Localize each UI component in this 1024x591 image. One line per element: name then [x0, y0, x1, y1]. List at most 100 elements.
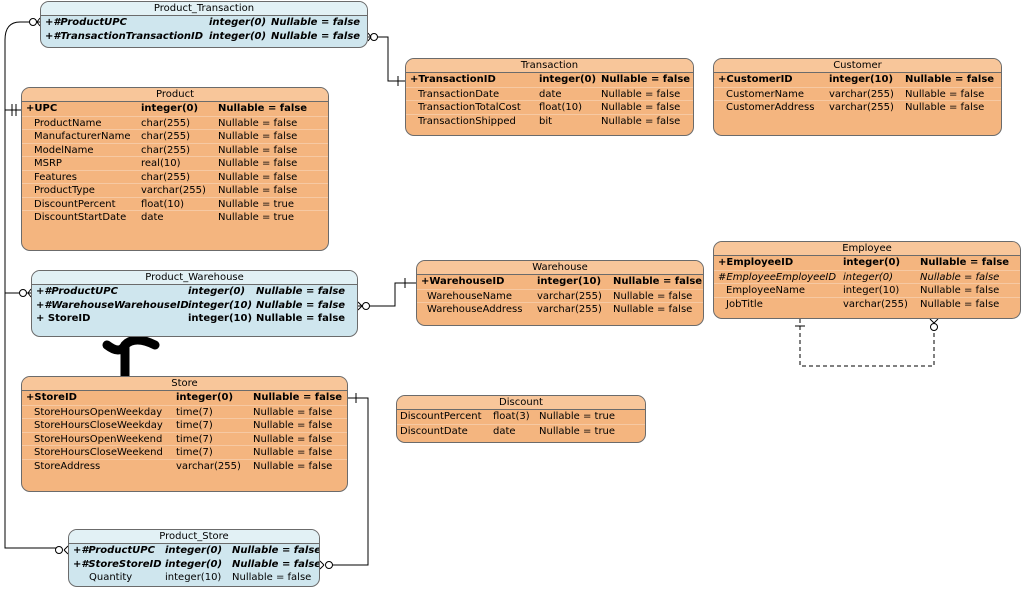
attribute-name: ProductType	[34, 185, 95, 196]
attribute-type: integer(0)	[209, 30, 267, 42]
attribute-nullable: Nullable = false	[218, 144, 298, 156]
attribute-name: + StoreID	[36, 313, 91, 324]
attribute-nullable: Nullable = false	[253, 392, 343, 403]
attribute-type: integer(0)	[209, 17, 267, 28]
attribute-nullable: Nullable = false	[601, 102, 681, 113]
attribute-nullable: Nullable = false	[601, 74, 691, 85]
attribute-name: DiscountPercent	[34, 198, 116, 210]
attribute-type: varchar(255)	[829, 88, 894, 100]
attribute-name: +#TransactionTransactionID	[45, 30, 204, 42]
attribute-name: Features	[34, 171, 77, 183]
attribute-nullable: Nullable = false	[271, 17, 361, 28]
attribute-type: integer(0)	[188, 286, 246, 297]
crowfoot-marker	[357, 301, 363, 307]
attribute-name: ProductName	[34, 117, 102, 129]
crowfoot-marker	[27, 292, 32, 298]
attribute-type: integer(10)	[165, 572, 222, 583]
attribute-nullable: Nullable = false	[613, 304, 693, 315]
attribute-name: StoreHoursOpenWeekday	[34, 406, 163, 418]
link-product-spine	[4, 21, 60, 549]
attribute-name: MSRP	[34, 158, 62, 169]
entity-title: Discount	[397, 396, 645, 410]
attribute-nullable: Nullable = false	[218, 171, 298, 183]
attribute-type: integer(10)	[188, 299, 253, 311]
attribute-type: time(7)	[176, 447, 213, 458]
attribute-type: time(7)	[176, 420, 213, 431]
attribute-nullable: Nullable = false	[920, 257, 1010, 268]
attribute-nullable: Nullable = false	[218, 158, 298, 169]
attribute-name: EmployeeName	[726, 285, 806, 296]
attribute-row: StoreHoursCloseWeekday time(7) Nullable = …	[22, 418, 347, 432]
attribute-row: StoreHoursCloseWeekend time(7) Nullable = …	[22, 445, 347, 459]
attribute-nullable: Nullable = false	[601, 115, 681, 127]
zero-many-marker	[29, 18, 37, 26]
attribute-nullable: Nullable = false	[253, 420, 333, 431]
attribute-type: char(255)	[141, 171, 190, 183]
attribute-nullable: Nullable = false	[905, 88, 985, 100]
attribute-name: ManufacturerName	[34, 131, 131, 142]
attribute-name: +#StoreStoreID	[73, 558, 162, 570]
attribute-name: TransactionDate	[418, 88, 500, 100]
attribute-name: StoreHoursCloseWeekday	[34, 420, 163, 431]
attribute-row: ProductName char(255) Nullable = false	[22, 115, 328, 130]
zero-many-marker	[362, 302, 370, 310]
attribute-nullable: Nullable = false	[253, 406, 333, 418]
attribute-nullable: Nullable = false	[232, 545, 320, 556]
entity-title: Product_Store	[69, 530, 319, 544]
attribute-name: CustomerName	[726, 88, 805, 100]
attribute-nullable: Nullable = false	[253, 447, 333, 458]
zero-many-marker	[19, 289, 27, 297]
attribute-nullable: Nullable = false	[218, 103, 308, 114]
attribute-name: WarehouseName	[427, 290, 513, 302]
attribute-nullable: Nullable = false	[218, 117, 298, 129]
attribute-type: integer(0)	[843, 271, 893, 283]
attribute-row: +EmployeeID integer(0) Nullable = false	[714, 256, 1020, 270]
attribute-nullable: Nullable = false	[905, 102, 985, 113]
crowfoot-marker	[36, 21, 41, 27]
attribute-name: +CustomerID	[718, 74, 793, 85]
attribute-nullable: Nullable = false	[613, 290, 693, 302]
attribute-nullable: Nullable = true	[539, 411, 616, 422]
attribute-type: float(3)	[493, 411, 530, 422]
attribute-name: WarehouseAddress	[427, 304, 523, 315]
link-employee-self	[799, 319, 935, 367]
attribute-nullable: Nullable = false	[232, 558, 320, 570]
attribute-name: TransactionTotalCost	[418, 102, 521, 113]
attribute-nullable: Nullable = false	[920, 285, 1000, 296]
attribute-name: +EmployeeID	[718, 257, 794, 268]
attribute-type: char(255)	[141, 117, 190, 129]
attribute-name: StoreHoursCloseWeekend	[34, 447, 163, 458]
attribute-type: integer(0)	[843, 257, 901, 268]
